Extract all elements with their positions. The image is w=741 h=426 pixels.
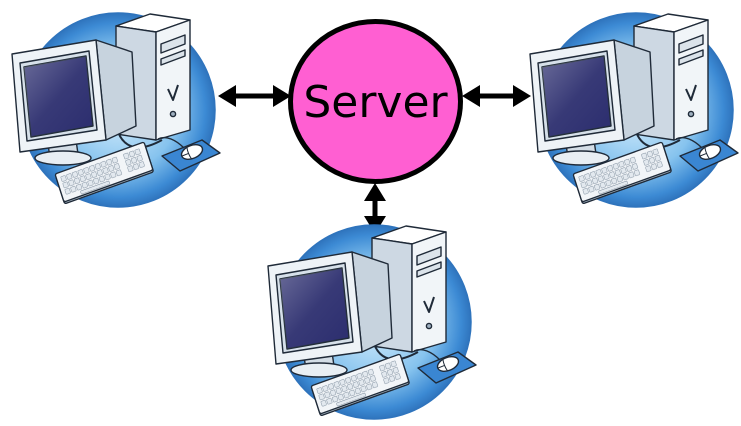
- right-connection-arrow: [462, 85, 531, 107]
- arrow-head-right: [513, 85, 531, 107]
- client-computer-right: [529, 12, 739, 208]
- server-label: Server: [303, 77, 448, 128]
- arrow-head-top: [364, 183, 386, 201]
- arrow-head-left: [462, 85, 480, 107]
- client-computer-left: [11, 12, 221, 208]
- client-computer-bottom: [267, 224, 477, 420]
- server-node: Server: [288, 19, 463, 184]
- arrow-head-left: [218, 85, 236, 107]
- arrow-head-right: [273, 85, 291, 107]
- server-ellipse: [288, 19, 463, 184]
- left-connection-arrow: [218, 85, 291, 107]
